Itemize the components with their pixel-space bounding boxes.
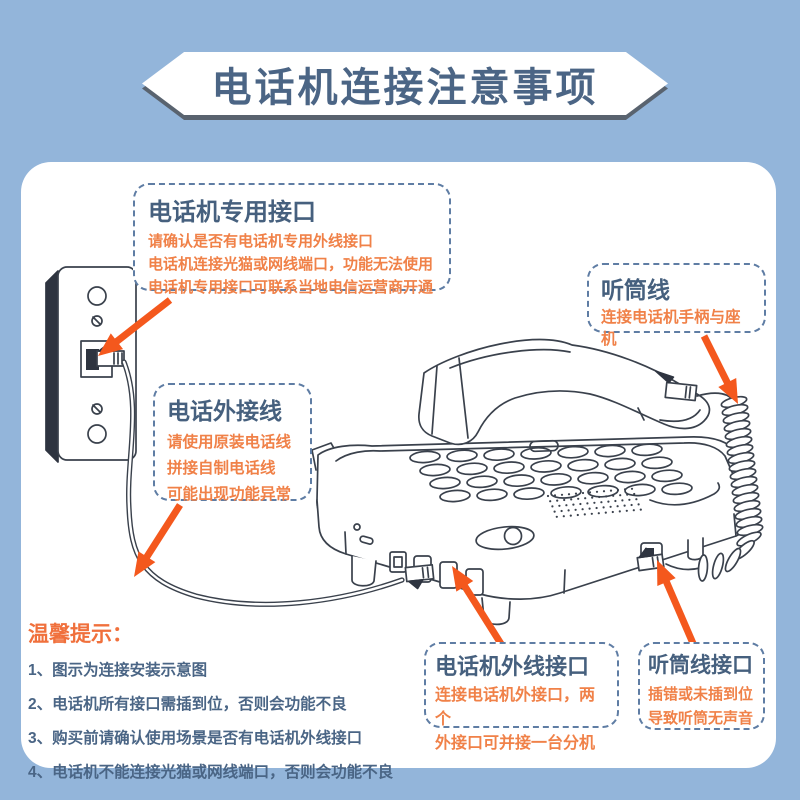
coil-cord-drawing	[665, 395, 764, 582]
callout-title: 听筒线	[601, 277, 670, 303]
callout-line: 插错或未插到位	[648, 686, 754, 703]
callout-title: 电话外接线	[167, 398, 282, 424]
callout-line: 请确认是否有电话机专用外线接口	[148, 233, 374, 250]
callout-external-line: 电话外接线 请使用原装电话线 拼接自制电话线 可能出现功能异常	[153, 383, 312, 503]
page-title: 电话机连接注意事项	[211, 65, 599, 110]
handset-drawing	[418, 338, 711, 446]
callout-line: 请使用原装电话线	[167, 434, 292, 451]
line-plug-drawing	[404, 563, 435, 590]
handset-plug-drawing	[655, 370, 735, 403]
external-cable-drawing	[121, 359, 405, 607]
tip-item: 3、购买前请确认使用场景是否有电话机外线接口	[28, 730, 363, 747]
pointer-arrows	[98, 297, 738, 650]
callout-handset-cord: 听筒线 连接电话机手柄与座机	[587, 263, 766, 348]
callout-title: 电话机外线接口	[435, 654, 590, 679]
callout-dedicated-port: 电话机专用接口 请确认是否有电话机专用外线接口 电话机连接光猫或网线端口，功能无…	[133, 183, 451, 296]
tips-title: 温馨提示：	[28, 623, 133, 646]
callout-line: 电话机连接光猫或网线端口，功能无法使用	[148, 256, 434, 273]
tip-item: 2、电话机所有接口需插到位，否则会功能不良	[28, 696, 347, 713]
callout-line: 外接口可并接一台分机	[435, 735, 596, 752]
callout-line: 连接电话机手柄与座机	[601, 309, 741, 348]
warm-tips: 温馨提示： 1、图示为连接安装示意图 2、电话机所有接口需插到位，否则会功能不良…	[28, 618, 408, 794]
callout-handset-cord-port: 听筒线接口 插错或未插到位 导致听筒无声音	[638, 642, 765, 730]
callout-line: 导致听筒无声音	[648, 710, 754, 727]
callout-title: 听筒线接口	[648, 654, 753, 677]
callout-line: 连接电话机外接口，两个	[435, 687, 596, 728]
callout-line: 拼接自制电话线	[167, 460, 276, 477]
callout-title: 电话机专用接口	[148, 199, 316, 226]
tip-item: 4、电话机不能连接光猫或网线端口，否则会功能不良	[28, 764, 394, 781]
wall-socket-drawing	[45, 266, 137, 463]
title-banner: 电话机连接注意事项	[142, 52, 668, 115]
callout-line: 电话机专用接口可联系当地电信运营商开通	[148, 279, 434, 296]
callout-phone-line-port: 电话机外线接口 连接电话机外接口，两个 外接口可并接一台分机	[424, 642, 619, 752]
callout-line: 可能出现功能异常	[167, 486, 292, 503]
tip-item: 1、图示为连接安装示意图	[28, 662, 208, 679]
